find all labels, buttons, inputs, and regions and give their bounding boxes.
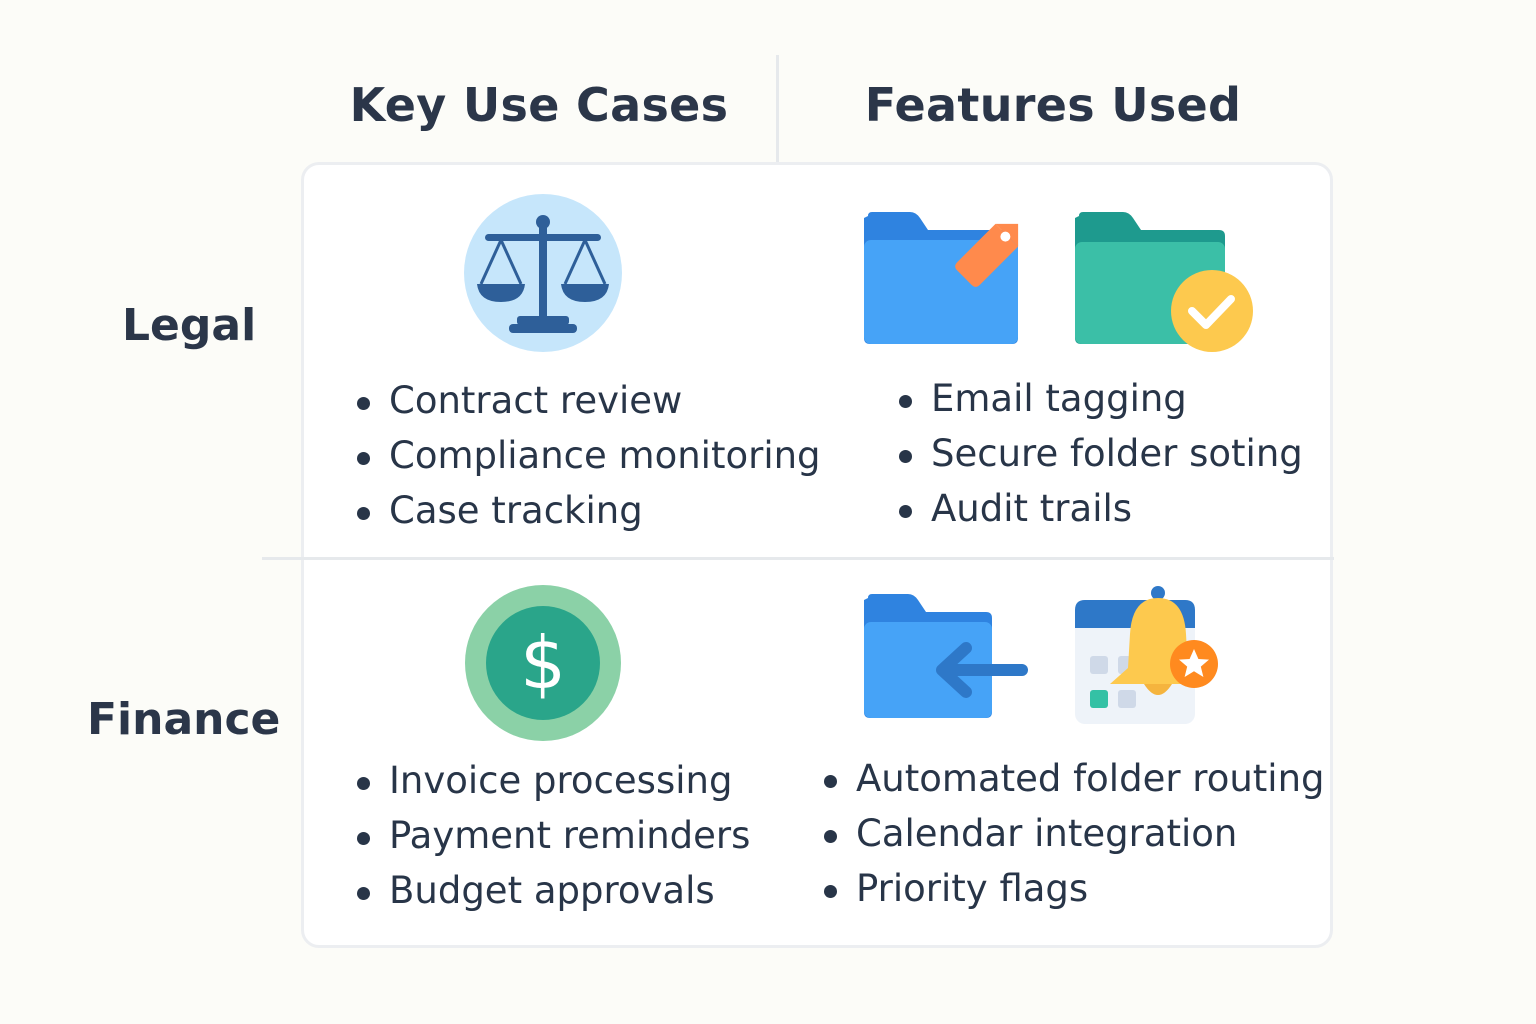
verified-folder-icon bbox=[1075, 212, 1253, 352]
list-item: Priority flags bbox=[822, 861, 1325, 916]
scales-of-justice-icon bbox=[464, 194, 622, 352]
list-item: Email tagging bbox=[897, 371, 1303, 426]
list-item: Compliance monitoring bbox=[355, 428, 821, 483]
list-item: Audit trails bbox=[897, 481, 1303, 536]
finance-features-list: Automated folder routing Calendar integr… bbox=[822, 751, 1325, 916]
row-header-legal: Legal bbox=[122, 300, 257, 351]
tagged-folder-icon bbox=[864, 212, 1019, 344]
column-header-features: Features Used bbox=[864, 78, 1242, 132]
folder-routing-icon bbox=[864, 594, 1028, 718]
list-item: Budget approvals bbox=[355, 863, 750, 918]
finance-use-cases-list: Invoice processing Payment reminders Bud… bbox=[355, 753, 750, 918]
list-item: Payment reminders bbox=[355, 808, 750, 863]
list-item: Automated folder routing bbox=[822, 751, 1325, 806]
list-item: Calendar integration bbox=[822, 806, 1325, 861]
list-item: Invoice processing bbox=[355, 753, 750, 808]
dollar-sign: $ bbox=[520, 621, 566, 705]
row-header-finance: Finance bbox=[87, 694, 281, 745]
legal-features-list: Email tagging Secure folder soting Audit… bbox=[897, 371, 1303, 536]
list-item: Secure folder soting bbox=[897, 426, 1303, 481]
list-item: Contract review bbox=[355, 373, 821, 428]
calendar-bell-icon bbox=[1075, 586, 1218, 724]
column-header-use-cases: Key Use Cases bbox=[349, 78, 729, 132]
row-divider bbox=[262, 557, 1334, 560]
legal-use-cases-list: Contract review Compliance monitoring Ca… bbox=[355, 373, 821, 538]
list-item: Case tracking bbox=[355, 483, 821, 538]
dollar-coin-icon: $ bbox=[465, 585, 621, 741]
